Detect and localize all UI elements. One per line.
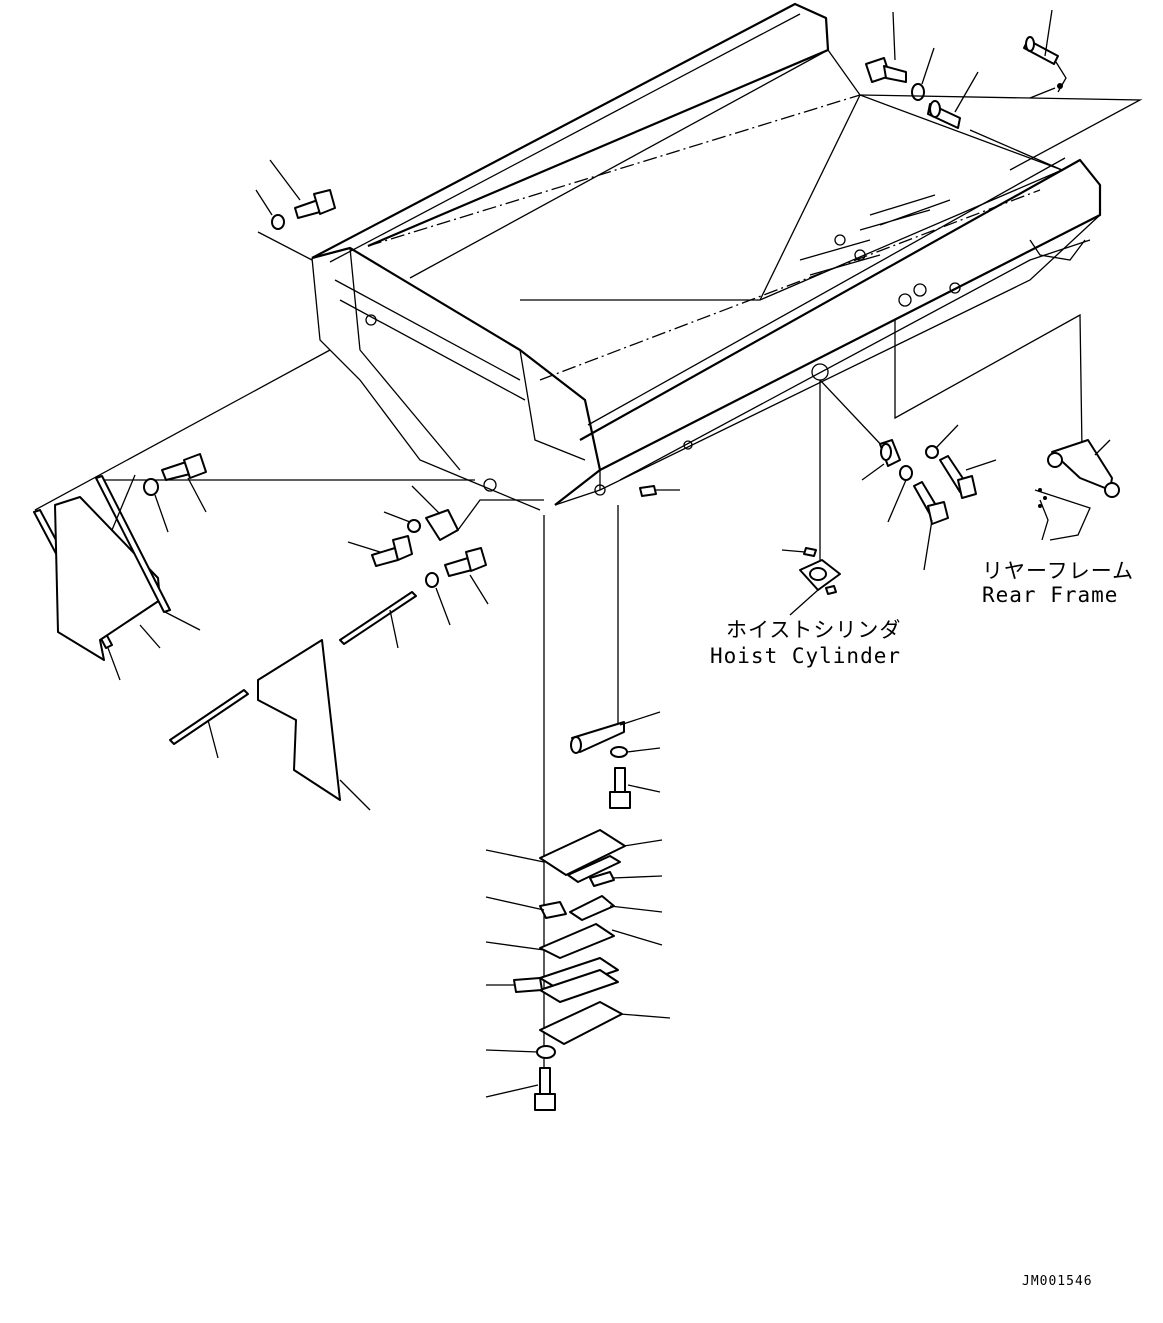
bolt-icon <box>444 547 487 577</box>
left-flap-group <box>33 453 207 681</box>
bolt-icon <box>913 481 949 525</box>
right-flap-group <box>169 591 417 811</box>
leader-line <box>34 349 331 511</box>
bolt-icon <box>865 57 907 83</box>
washer-icon <box>899 465 913 481</box>
cover-plate <box>425 509 459 541</box>
pin-icon <box>879 439 901 467</box>
bolt-icon <box>939 455 977 499</box>
washer-icon <box>425 572 439 588</box>
hoist-cylinder-label-en: Hoist Cylinder <box>710 644 901 668</box>
washer-icon <box>407 519 421 533</box>
center-plate-group <box>347 485 544 626</box>
washer-icon <box>925 445 939 459</box>
lynch-pin-icon <box>1023 36 1067 93</box>
hoist-cylinder-mount <box>639 379 997 616</box>
shim-stack <box>485 505 671 1111</box>
rear-frame-label-en: Rear Frame <box>982 583 1118 607</box>
washer-icon <box>143 478 159 496</box>
hoist-cylinder-label-jp: ホイストシリンダ <box>726 618 901 642</box>
rear-frame-label-jp: リヤーフレーム <box>982 559 1134 583</box>
bolt-icon <box>609 767 631 809</box>
dump-body <box>311 2 1102 511</box>
rear-frame-bracket <box>894 313 1120 541</box>
bolt-icon <box>161 453 207 481</box>
bolt-icon <box>534 1067 556 1111</box>
top-pin-hardware <box>859 9 1143 171</box>
washer-icon <box>911 83 925 101</box>
washer-icon <box>610 746 628 758</box>
bolt-icon <box>371 535 413 567</box>
pin-icon <box>927 100 961 129</box>
front-bolt-group <box>255 159 336 261</box>
bolt-icon <box>294 189 336 219</box>
washer-icon <box>536 1045 556 1059</box>
washer-icon <box>271 214 285 230</box>
drawing-code: JM001546 <box>1022 1274 1093 1289</box>
